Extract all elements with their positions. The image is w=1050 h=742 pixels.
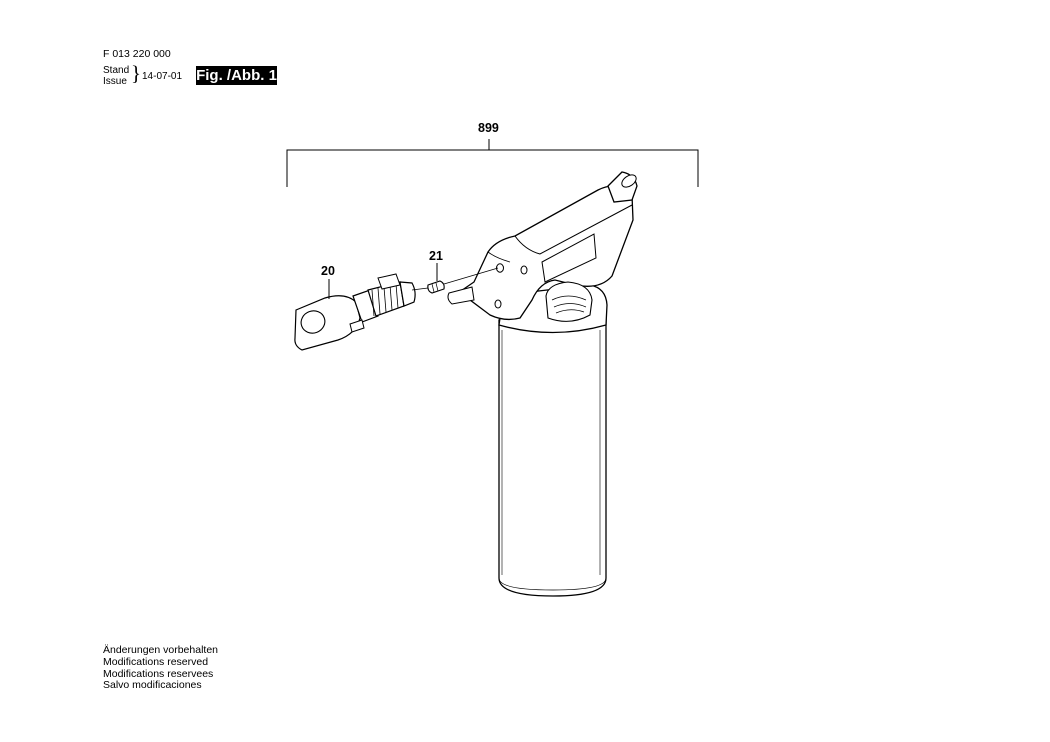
brace-glyph: }: [131, 61, 142, 85]
figure-label: Fig. /Abb. 1: [196, 66, 277, 85]
footer-line-en: Modifications reserved: [103, 655, 209, 668]
footer-line-es: Salvo modificaciones: [103, 679, 202, 692]
issue-label: Issue: [103, 75, 127, 87]
stand-label: Stand: [103, 65, 130, 76]
footer-line-fr: Modifications reservees: [103, 667, 214, 680]
burner-tube: [607, 171, 638, 203]
assembly-bracket: [286, 139, 699, 187]
issue-date: 14-07-01: [142, 71, 183, 82]
explode-lines: [411, 267, 499, 291]
part-20-igniter: [294, 273, 416, 351]
part-21-nozzle: [427, 280, 445, 294]
footer-line-de: Änderungen vorbehalten: [103, 644, 219, 656]
callout-899: 899: [478, 121, 499, 135]
gas-canister: [498, 319, 607, 597]
callout-20: 20: [321, 264, 335, 278]
callout-21: 21: [429, 249, 443, 263]
stand-issue-labels: Stand Issue: [103, 65, 130, 87]
footer-notice: Änderungen vorbehalten Modifications res…: [103, 644, 219, 692]
torch-head: [447, 185, 634, 322]
document-number: F 013 220 000: [103, 48, 171, 60]
